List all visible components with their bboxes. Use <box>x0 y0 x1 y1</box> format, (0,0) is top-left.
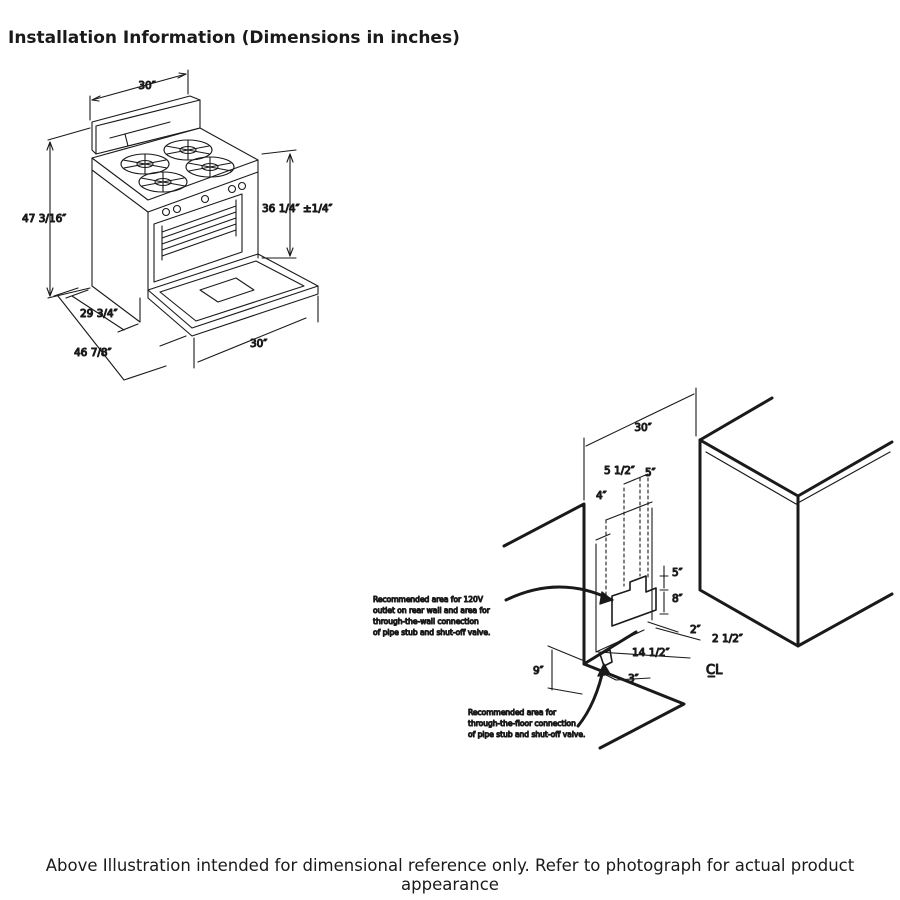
install-14-1-2-label: 14 1/2″ <box>632 647 670 659</box>
install-5-top-label: 5″ <box>645 467 656 479</box>
note-line: through-the-wall connection <box>373 617 479 626</box>
range-depth-door-open-label: 46 7/8″ <box>74 347 112 359</box>
wall-area-note: Recommended area for 120V outlet on rear… <box>372 594 491 637</box>
floor-area-note: Recommended area for through-the-floor c… <box>467 707 585 739</box>
page-title: Installation Information (Dimensions in … <box>8 28 460 48</box>
range-width-top-label: 30″ <box>138 80 155 92</box>
control-knobs <box>161 181 247 217</box>
disclaimer-footer: Above Illustration intended for dimensio… <box>45 856 855 894</box>
install-8-label: 8″ <box>672 593 683 605</box>
note-line: through-the-floor connection <box>468 719 576 728</box>
range-overall-height-label: 47 3/16″ <box>22 213 66 225</box>
note-line: of pipe stub and shut-off valve. <box>373 628 490 637</box>
range-cooktop-height-label: 36 1/4″ ±1/4″ <box>262 203 333 215</box>
install-2-1-2-label: 2 1/2″ <box>712 633 743 645</box>
note-line: outlet on rear wall and area for <box>373 606 491 615</box>
note-line: of pipe stub and shut-off valve. <box>468 730 585 739</box>
install-3-label: 3″ <box>628 673 639 685</box>
note-line: Recommended area for <box>468 708 557 717</box>
range-depth-label: 29 3/4″ <box>80 308 118 320</box>
install-2-label: 2″ <box>690 624 701 636</box>
install-4-label: 4″ <box>596 490 607 502</box>
install-width-label: 30″ <box>634 422 651 434</box>
install-5-side-label: 5″ <box>672 567 683 579</box>
note-line: Recommended area for 120V <box>373 595 484 604</box>
burner-grates <box>120 139 235 193</box>
centerline-symbol: C̲L <box>706 663 723 678</box>
install-9-label: 9″ <box>533 665 544 677</box>
range-illustration <box>46 69 319 381</box>
install-5-1-2-label: 5 1/2″ <box>604 465 635 477</box>
installation-area-illustration <box>502 387 894 750</box>
range-width-front-label: 30″ <box>250 338 267 350</box>
